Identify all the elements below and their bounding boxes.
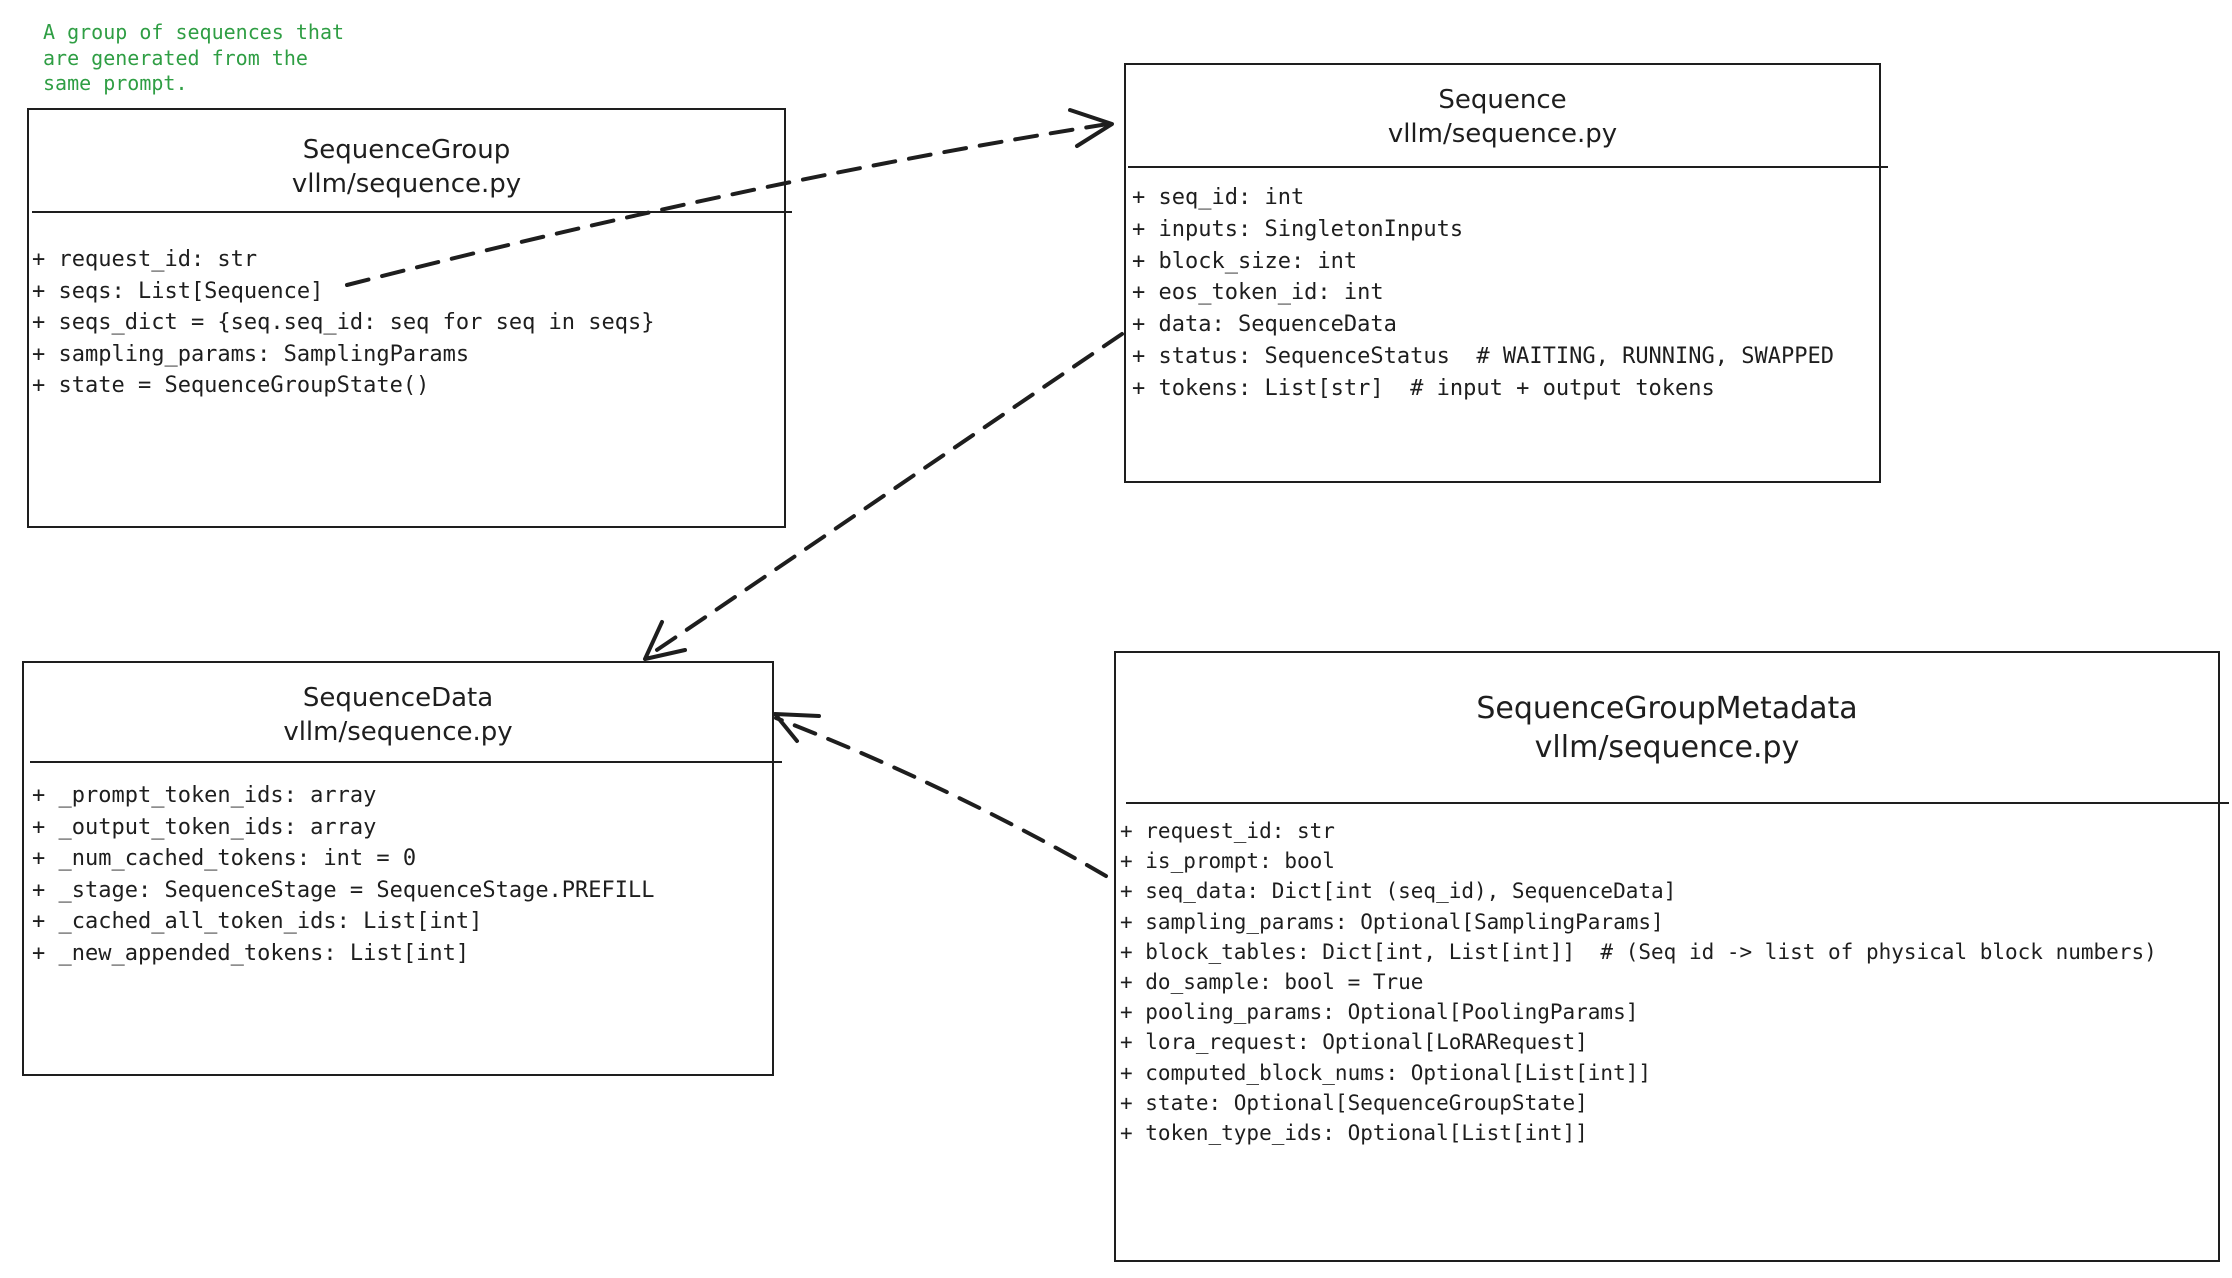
arrow-seqs-to-sequence: [345, 108, 1114, 287]
arrow-seqdata-to-sequencedata: [773, 712, 1108, 878]
field-row: + _new_appended_tokens: List[int]: [32, 940, 470, 966]
field-row: + do_sample: bool = True: [1120, 970, 1424, 995]
field-row: + state: Optional[SequenceGroupState]: [1120, 1090, 1588, 1115]
sequencegroupmetadata-path: vllm/sequence.py: [1534, 730, 1800, 765]
field-row: + _output_token_ids: array: [32, 814, 377, 840]
sequencedata-box: SequenceData vllm/sequence.py + _prompt_…: [22, 661, 782, 1076]
sequencegroup-path: vllm/sequence.py: [291, 169, 522, 199]
sequence-fields: + seq_id: int + inputs: SingletonInputs …: [1132, 182, 1834, 405]
field-row: + tokens: List[str] # input + output tok…: [1132, 375, 1715, 401]
field-row: + block_tables: Dict[int, List[int]] # (…: [1120, 939, 2157, 964]
sequencegroup-fields: + request_id: str + seqs: List[Sequence]…: [32, 244, 655, 402]
field-row: + seqs: List[Sequence]: [32, 278, 324, 304]
sequencegroupmetadata-box: SequenceGroupMetadata vllm/sequence.py +…: [1114, 651, 2229, 1262]
field-row: + sampling_params: Optional[SamplingPara…: [1120, 909, 1664, 934]
sequencedata-title: SequenceData vllm/sequence.py: [24, 681, 772, 749]
field-row: + computed_block_nums: Optional[List[int…: [1120, 1060, 1652, 1085]
field-row: + sampling_params: SamplingParams: [32, 341, 470, 367]
field-row: + lora_request: Optional[LoRARequest]: [1120, 1030, 1588, 1055]
arrow-data-to-sequencedata: [643, 332, 1124, 661]
sequencedata-fields: + _prompt_token_ids: array + _output_tok…: [32, 780, 655, 970]
field-row: + token_type_ids: Optional[List[int]]: [1120, 1121, 1588, 1146]
field-row: + data: SequenceData: [1132, 312, 1397, 338]
field-row: + request_id: str: [1120, 819, 1335, 843]
sequence-box: Sequence vllm/sequence.py + seq_id: int …: [1124, 63, 1888, 483]
field-row: + status: SequenceStatus # WAITING, RUNN…: [1132, 343, 1834, 369]
field-row: + seq_id: int: [1132, 185, 1305, 210]
field-row: + block_size: int: [1132, 248, 1358, 274]
sequencedata-name: SequenceData: [302, 683, 494, 713]
sequencegroupmetadata-name: SequenceGroupMetadata: [1476, 691, 1858, 726]
sequencegroup-box: SequenceGroup vllm/sequence.py + request…: [27, 108, 792, 528]
sequencedata-path: vllm/sequence.py: [283, 717, 513, 747]
sequencegroup-name: SequenceGroup: [302, 135, 511, 165]
field-row: + _prompt_token_ids: array: [32, 783, 377, 808]
field-row: + inputs: SingletonInputs: [1132, 216, 1464, 242]
sequencegroupmetadata-divider: [1126, 802, 2229, 804]
sequencegroup-title: SequenceGroup vllm/sequence.py: [29, 133, 784, 201]
sequence-name: Sequence: [1438, 85, 1567, 115]
field-row: + seq_data: Dict[int (seq_id), SequenceD…: [1120, 879, 1677, 904]
field-row: + state = SequenceGroupState(): [32, 373, 430, 398]
field-row: + seqs_dict = {seq.seq_id: seq for seq i…: [32, 310, 655, 335]
sequencegroup-divider: [32, 211, 792, 213]
field-row: + is_prompt: bool: [1120, 849, 1335, 874]
field-row: + _stage: SequenceStage = SequenceStage.…: [32, 877, 655, 903]
sequencegroupmetadata-title: SequenceGroupMetadata vllm/sequence.py: [1116, 689, 2218, 767]
sequencegroupmetadata-fields: + request_id: str + is_prompt: bool + se…: [1120, 816, 2157, 1148]
field-row: + _num_cached_tokens: int = 0: [32, 846, 417, 872]
sequence-title: Sequence vllm/sequence.py: [1126, 83, 1879, 151]
field-row: + pooling_params: Optional[PoolingParams…: [1120, 1000, 1639, 1025]
field-row: + eos_token_id: int: [1132, 280, 1384, 306]
sequence-path: vllm/sequence.py: [1387, 119, 1618, 149]
sequencedata-divider: [30, 761, 782, 763]
note-text: A group of sequences that are generated …: [43, 20, 345, 95]
field-row: + request_id: str: [32, 247, 258, 272]
sequence-divider: [1128, 166, 1888, 168]
field-row: + _cached_all_token_ids: List[int]: [32, 909, 483, 935]
